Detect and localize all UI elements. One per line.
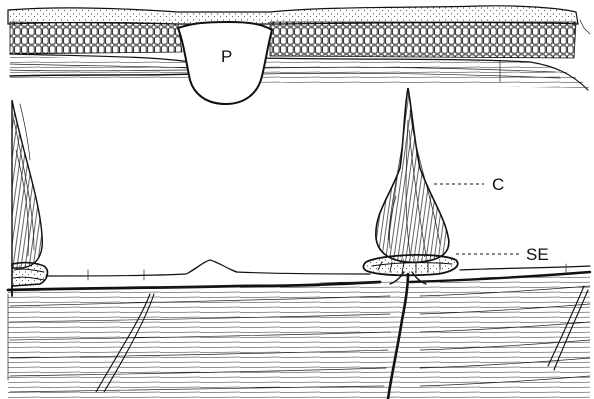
sensillum-cone-c [376,88,449,262]
left-sensillum [12,100,47,296]
labels: C SE [434,175,549,264]
label-c: C [492,175,504,194]
label-se: SE [526,245,549,264]
top-surface-layer [8,6,578,24]
label-p: P [221,47,232,66]
cell-layer-left [10,22,182,54]
lower-tissue [8,274,590,399]
left-sensillum-base [12,263,47,286]
cell-layer-right [270,22,576,58]
top-band: P [8,6,590,104]
lower-tissue-fibres [8,274,590,399]
